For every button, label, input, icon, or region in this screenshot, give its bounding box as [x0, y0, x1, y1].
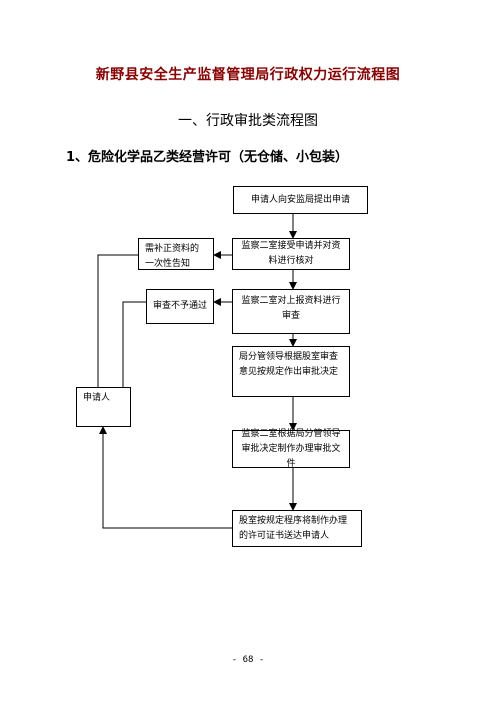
- arrow-step6-applicant: [99, 426, 232, 529]
- page-number: - 68 -: [231, 655, 265, 665]
- document-subtitle: 一、行政审批类流程图: [178, 113, 318, 129]
- step2-box: 监察二室接受申请并对资料进行核对: [232, 238, 350, 270]
- step1-box: 申请人向安监局提出申请: [233, 186, 368, 214]
- document-title: 新野县安全生产监督管理局行政权力运行流程图: [95, 67, 401, 83]
- line-reject-applicant: [122, 301, 146, 387]
- step3-box: 监察二室对上报资料进行审查: [232, 289, 350, 334]
- applicant-box: 申请人: [76, 387, 131, 427]
- step5-box: 监察二室根据局分管领导审批决定制作办理审批文件: [232, 429, 350, 469]
- step4-box: 局分管领导根据股室审查意见按规定作出审批决定: [232, 346, 350, 397]
- line-supplement-applicant: [97, 254, 138, 387]
- supplement-notice-box: 需补正资料的一次性告知: [138, 238, 214, 270]
- section-heading: 1、危险化学品乙类经营许可（无仓储、小包装）: [66, 150, 349, 165]
- review-rejected-box: 审查不予通过: [146, 289, 214, 324]
- step6-box: 股室按规定程序将制作办理的许可证书送达申请人: [232, 510, 362, 547]
